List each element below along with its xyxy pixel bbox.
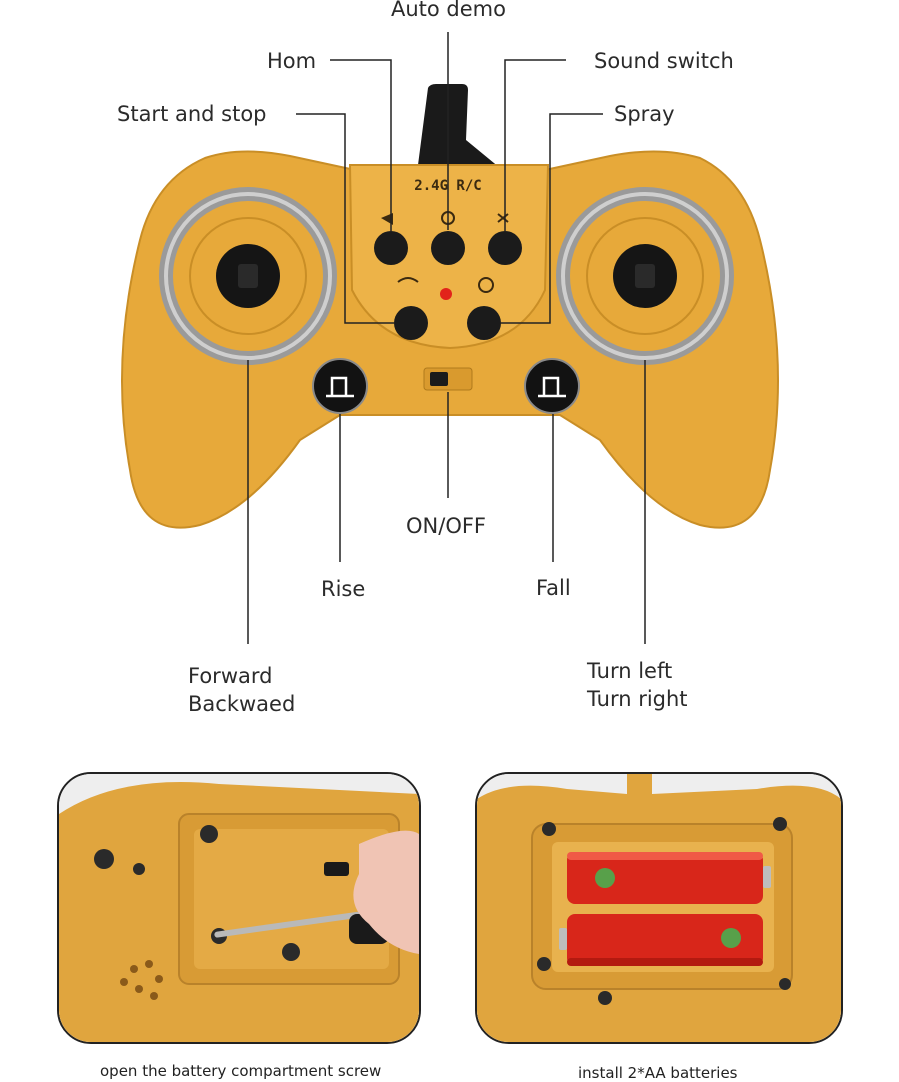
power-led — [440, 288, 452, 300]
label-on-off: ON/OFF — [406, 514, 487, 538]
fall-button[interactable] — [524, 358, 580, 414]
caption-install-batteries: install 2*AA batteries — [578, 1064, 738, 1082]
horn-icon — [381, 213, 393, 225]
label-turn: Turn left Turn right — [587, 659, 688, 711]
controller-diagram: 2.4G R/C — [121, 32, 779, 644]
batteries-image — [477, 774, 841, 1042]
left-joystick[interactable] — [159, 187, 337, 365]
battery-bottom — [559, 914, 763, 966]
power-switch[interactable] — [423, 367, 473, 391]
photo-open-compartment — [57, 772, 421, 1044]
right-joystick[interactable] — [556, 187, 734, 365]
label-fall: Fall — [536, 576, 571, 600]
horn-button[interactable] — [374, 231, 408, 265]
spray-icon — [478, 277, 494, 293]
label-auto-demo: Auto demo — [391, 0, 506, 21]
label-spray: Spray — [614, 102, 675, 126]
leader-lines — [247, 32, 646, 644]
caption-open-screw: open the battery compartment screw — [100, 1062, 382, 1080]
open-compartment-image — [59, 774, 419, 1042]
label-start-stop: Start and stop — [117, 102, 267, 126]
photo-batteries — [475, 772, 843, 1044]
auto-demo-button[interactable] — [431, 231, 465, 265]
label-rise: Rise — [321, 577, 366, 601]
sound-mute-icon — [497, 213, 509, 223]
start-stop-button[interactable] — [394, 306, 428, 340]
battery-top — [567, 852, 771, 904]
rise-button[interactable] — [312, 358, 368, 414]
antenna — [418, 84, 500, 168]
sound-switch-button[interactable] — [488, 231, 522, 265]
start-stop-icon — [397, 277, 419, 283]
label-horn: Hom — [267, 49, 317, 73]
spray-button[interactable] — [467, 306, 501, 340]
label-sound-switch: Sound switch — [594, 49, 734, 73]
label-forward-backward: Forward Backwaed — [188, 664, 296, 716]
